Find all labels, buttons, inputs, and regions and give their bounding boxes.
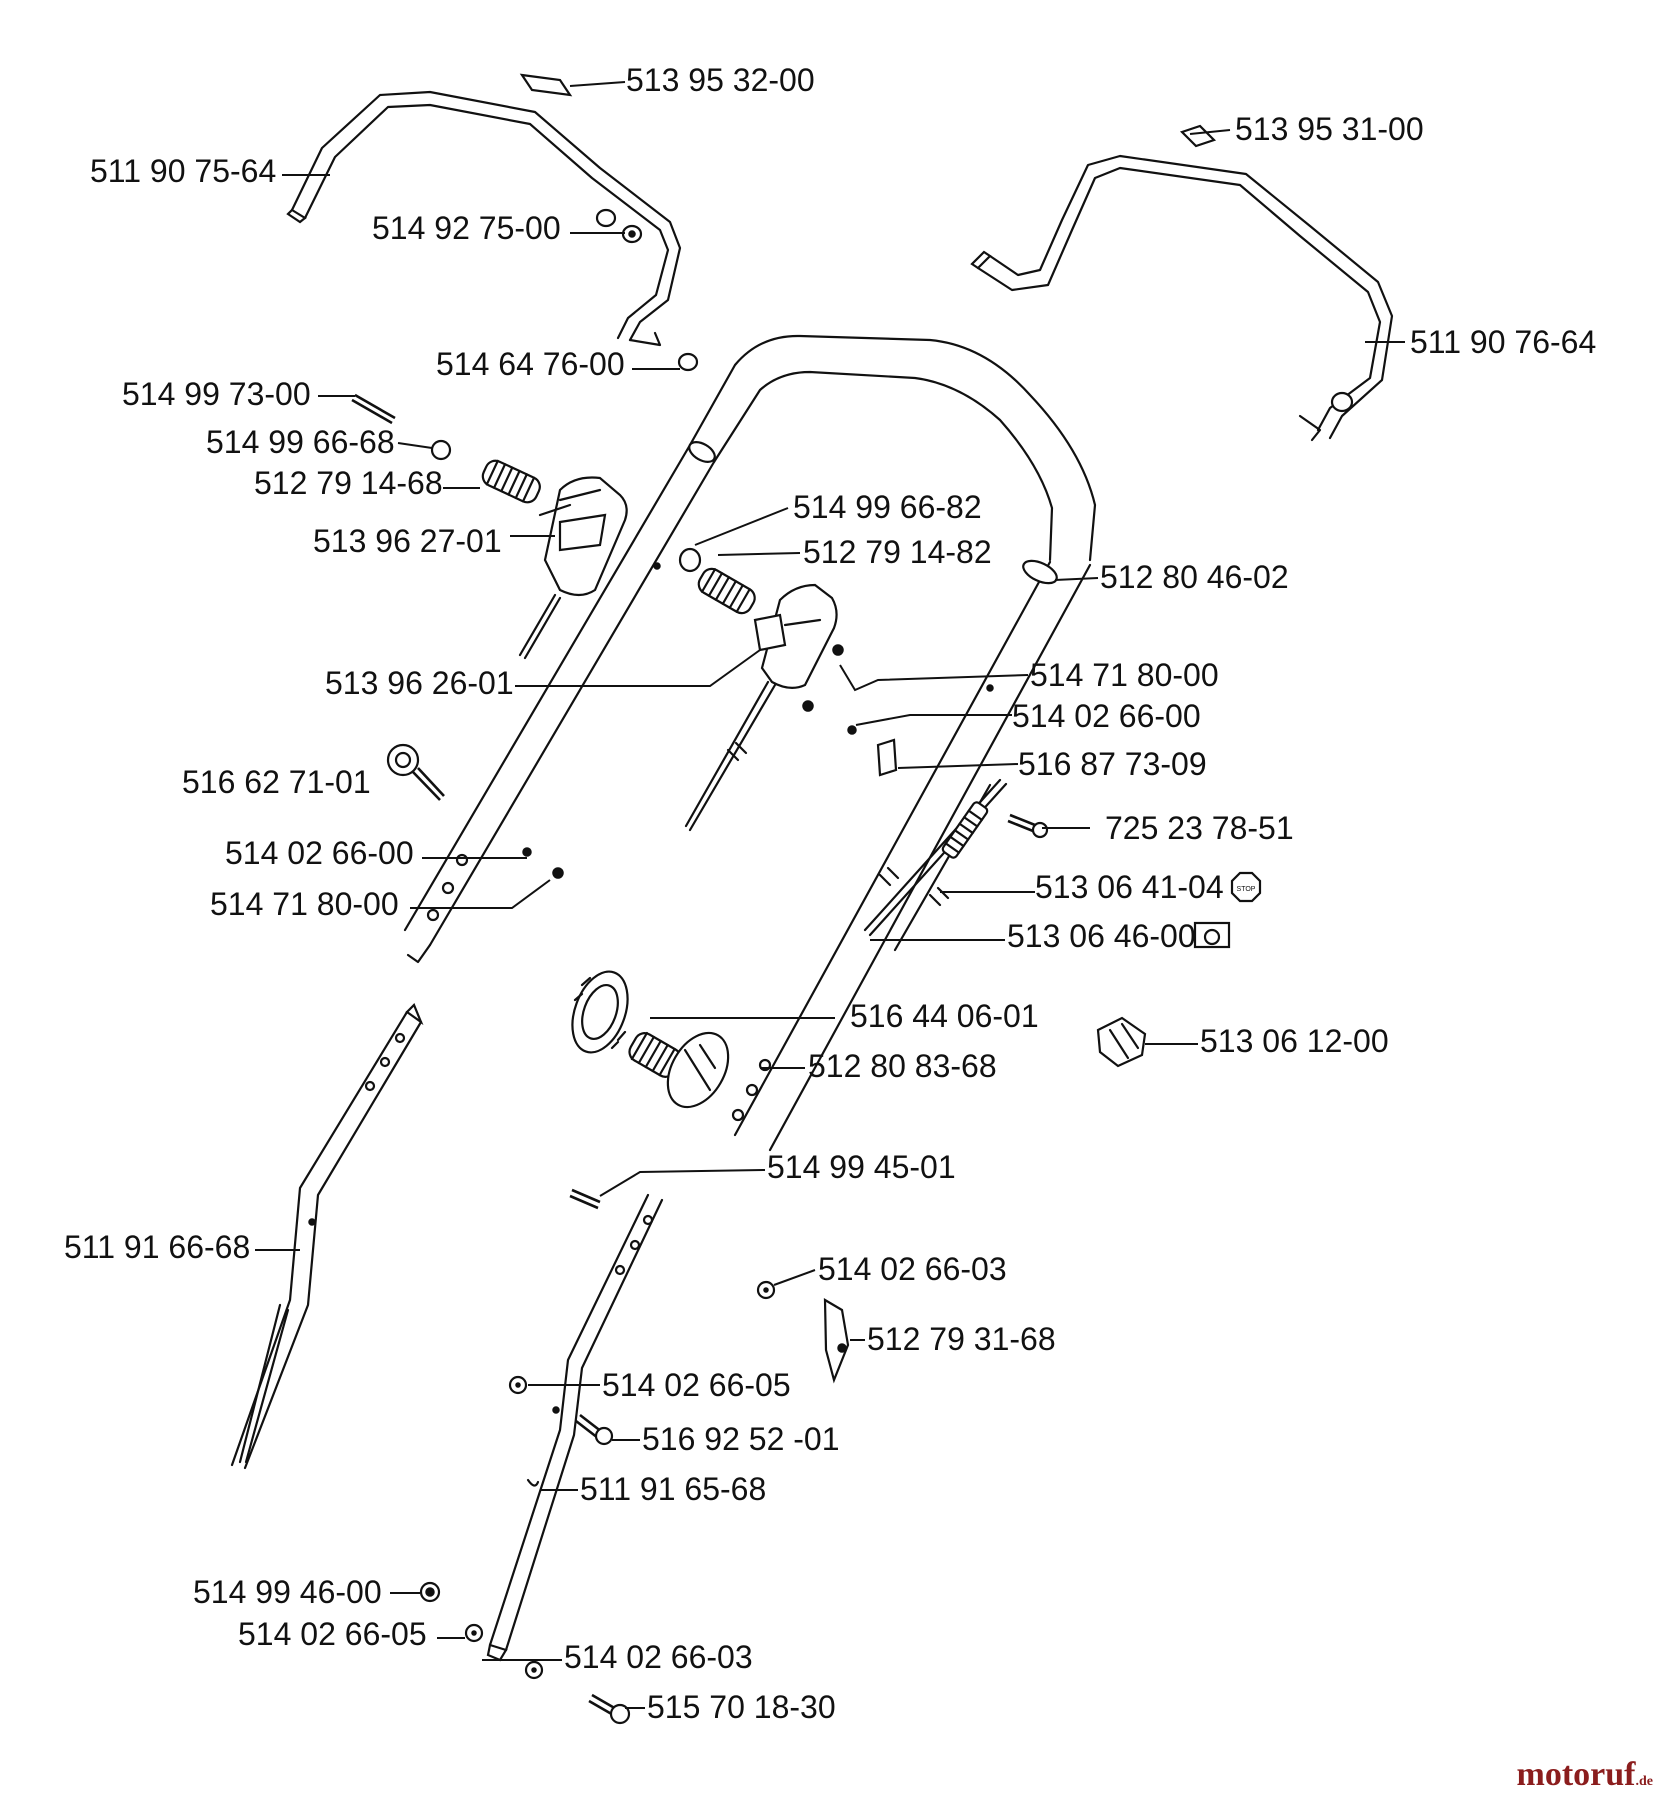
part-label: 511 91 65-68 [580, 1471, 766, 1507]
knob-assembly [571, 970, 730, 1109]
leader-lines [255, 81, 1405, 1709]
part-label: 513 06 41-04 [1035, 869, 1224, 905]
part-label: 513 96 27-01 [313, 523, 502, 559]
throttle-control-right [678, 547, 898, 832]
part-label: 512 80 83-68 [808, 1048, 997, 1084]
part-label: 512 80 46-02 [1100, 559, 1289, 595]
stop-icon [1230, 871, 1262, 903]
part-label: 511 90 75-64 [90, 153, 276, 189]
bushing-a [595, 208, 617, 228]
stop-icon-text: STOP [1237, 886, 1256, 893]
part-label: 514 02 66-03 [818, 1251, 1007, 1287]
part-label: 512 79 14-68 [254, 465, 443, 501]
part-label: 514 02 66-00 [225, 835, 414, 871]
part-label: 514 99 66-82 [793, 489, 982, 525]
part-label: 516 92 52 -01 [642, 1421, 840, 1457]
watermark-logo: motoruf.de [1517, 1756, 1653, 1794]
part-label: 516 62 71-01 [182, 764, 371, 800]
part-label: 513 06 46-00 [1007, 918, 1196, 954]
part-label: 514 99 45-01 [767, 1149, 956, 1185]
part-label: 511 90 76-64 [1410, 324, 1596, 360]
part-label: 516 87 73-09 [1018, 746, 1207, 782]
throttle-control-left [351, 393, 628, 660]
cables: STOP [863, 778, 1262, 952]
part-label: 513 95 32-00 [626, 62, 815, 98]
part-label: 514 99 66-68 [206, 424, 395, 460]
part-label: 514 71 80-00 [1030, 657, 1219, 693]
eye-bolt [386, 743, 445, 801]
part-label: 513 06 12-00 [1200, 1023, 1389, 1059]
part-label: 514 99 73-00 [122, 376, 311, 412]
part-label: 512 79 31-68 [867, 1321, 1056, 1357]
part-label: 514 92 75-00 [372, 210, 561, 246]
sticker-left [519, 73, 573, 97]
part-label: 514 64 76-00 [436, 346, 625, 382]
lower-hardware [419, 1188, 850, 1725]
cap-left [677, 352, 699, 372]
part-label: 514 02 66-03 [564, 1639, 753, 1675]
part-label: 725 23 78-51 [1105, 810, 1294, 846]
part-label: 514 02 66-00 [1012, 698, 1201, 734]
lower-handle-right [486, 1193, 664, 1662]
watermark-brand: motoruf [1516, 1756, 1636, 1793]
part-labels: 513 95 32-00 511 90 75-64 514 92 75-00 5… [64, 62, 1596, 1725]
upper-handle-left [286, 90, 682, 347]
part-label: 514 71 80-00 [210, 886, 399, 922]
part-label: 515 70 18-30 [647, 1689, 836, 1725]
part-label: 514 99 46-00 [193, 1574, 382, 1610]
cable-clip [1096, 1016, 1147, 1068]
upper-handle-right [970, 154, 1394, 442]
part-label: 513 96 26-01 [325, 665, 514, 701]
part-label: 514 02 66-05 [602, 1367, 791, 1403]
part-label: 512 79 14-82 [803, 534, 992, 570]
lower-handle-left [230, 1003, 424, 1470]
sticker-right [1179, 124, 1217, 148]
part-label: 514 02 66-05 [238, 1616, 427, 1652]
watermark-suffix: .de [1635, 1774, 1654, 1789]
part-label: 511 91 66-68 [64, 1229, 250, 1265]
part-label: 516 44 06-01 [850, 998, 1039, 1034]
part-label: 513 95 31-00 [1235, 111, 1424, 147]
